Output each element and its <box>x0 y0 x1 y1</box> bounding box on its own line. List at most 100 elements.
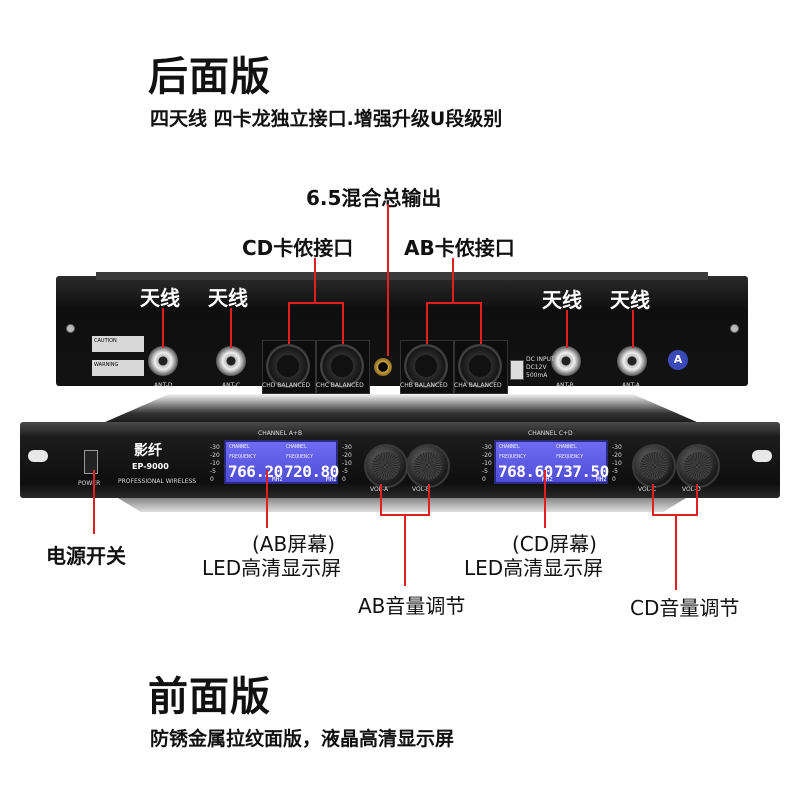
callout-line <box>632 310 634 348</box>
power-label: POWER <box>78 480 101 487</box>
volume-c-knob[interactable] <box>632 444 676 488</box>
meter-mark: -20 <box>342 452 352 459</box>
callout-line <box>696 484 698 516</box>
dc-input-jack[interactable] <box>510 360 524 380</box>
ab-screen-callout: (AB屏幕) <box>252 532 336 556</box>
callout-line <box>675 514 677 590</box>
meter-mark: -10 <box>612 460 622 467</box>
frequency-a: 766.20 <box>228 462 283 481</box>
brand-logo: 影纤 <box>134 443 162 459</box>
xlr-b-connector[interactable] <box>404 344 448 388</box>
antenna-d-connector[interactable] <box>148 346 178 376</box>
rack-hole-right <box>752 450 772 462</box>
cd-screen-callout: (CD屏幕) <box>512 532 597 556</box>
xlr-d-connector[interactable] <box>266 344 310 388</box>
ant-d-label: ANT-D <box>154 382 173 389</box>
warning-text: WARNING <box>94 362 119 368</box>
mix-output-label: 6.5混合总输出 <box>306 186 442 210</box>
vol-a-label: VOL-A <box>370 486 388 493</box>
mix-output-jack[interactable] <box>374 358 392 376</box>
mhz-unit: MHz <box>596 476 607 483</box>
power-switch-callout: 电源开关 <box>46 544 126 568</box>
callout-line <box>480 302 482 344</box>
lcd-screen-ab: CHANNEL CHANNEL FREQUENCY FREQUENCY 766.… <box>224 440 339 484</box>
front-panel: POWER 影纤 EP-9000 PROFESSIONAL WIRELESS C… <box>20 422 780 498</box>
callout-line <box>387 204 389 356</box>
caution-sticker: CAUTION <box>92 336 144 352</box>
antenna-c-connector[interactable] <box>216 346 246 376</box>
ant-a-label: ANT-A <box>622 382 640 389</box>
callout-line <box>452 258 454 304</box>
callout-line <box>314 258 316 304</box>
mhz-unit: MHz <box>326 476 337 483</box>
lcd-frequency-word: FREQUENCY <box>229 454 257 460</box>
meter-mark: -30 <box>342 444 352 451</box>
meter-mark: -5 <box>342 468 348 475</box>
cd-card-label: CD卡侬接口 <box>242 236 354 260</box>
warning-sticker: WARNING <box>92 360 144 376</box>
rear-lid <box>96 272 708 280</box>
front-panel-title: 前面版 <box>148 674 271 720</box>
callout-line <box>426 302 428 344</box>
dc-current-label: 500mA <box>526 372 548 379</box>
xlr-c-connector[interactable] <box>320 344 364 388</box>
xlr-a-connector[interactable] <box>458 344 502 388</box>
callout-line <box>380 484 382 516</box>
meter-right-cd: -30 -20 -10 -5 0 <box>612 444 622 484</box>
mhz-unit: MHz <box>542 476 553 483</box>
meter-mark: 0 <box>210 476 214 483</box>
chb-label: CHB BALANCED <box>400 382 448 389</box>
callout-line <box>404 514 406 586</box>
meter-mark: -20 <box>482 452 492 459</box>
channel-ab-header: CHANNEL A+B <box>258 430 303 437</box>
meter-left-ab: -30 -20 -10 -5 0 <box>210 444 220 484</box>
antenna-label-a: 天线 <box>610 288 650 312</box>
volume-a-knob[interactable] <box>364 444 408 488</box>
screw <box>66 324 75 333</box>
antenna-label-c: 天线 <box>208 286 248 310</box>
vol-b-label: VOL-B <box>412 486 431 493</box>
meter-mark: 0 <box>342 476 346 483</box>
screw <box>730 324 739 333</box>
callout-line <box>652 484 654 516</box>
callout-line <box>426 302 482 304</box>
meter-mark: -30 <box>612 444 622 451</box>
callout-line <box>288 302 344 304</box>
lcd-frequency-word: FREQUENCY <box>286 454 314 460</box>
rear-panel: CAUTION WARNING 天线 天线 天线 天线 ANT-D ANT-C … <box>56 272 748 394</box>
antenna-b-connector[interactable] <box>551 346 581 376</box>
volume-d-knob[interactable] <box>676 444 720 488</box>
dc-input-label: DC INPUT <box>526 356 555 363</box>
lcd-frequency-word: FREQUENCY <box>499 454 527 460</box>
rear-panel-subtitle: 四天线 四卡龙独立接口.增强升级U段级别 <box>150 108 503 130</box>
rear-panel-title: 后面版 <box>148 54 271 100</box>
meter-mark: -10 <box>210 460 220 467</box>
lcd-channel-word: CHANNEL <box>556 444 578 450</box>
meter-right-ab: -30 -20 -10 -5 0 <box>342 444 352 484</box>
cd-led-callout: LED高清显示屏 <box>464 556 604 580</box>
meter-left-cd: -30 -20 -10 -5 0 <box>482 444 492 484</box>
antenna-label-d: 天线 <box>140 286 180 310</box>
callout-line <box>93 470 95 534</box>
meter-mark: -10 <box>482 460 492 467</box>
power-switch[interactable] <box>84 450 98 474</box>
lcd-channel-word: CHANNEL <box>229 444 251 450</box>
badge-a: A <box>668 350 688 370</box>
caution-text: CAUTION <box>94 338 117 344</box>
antenna-a-connector[interactable] <box>617 346 647 376</box>
callout-line <box>342 302 344 344</box>
callout-line <box>544 470 546 528</box>
frequency-d: 737.50 <box>554 462 609 481</box>
frequency-c: 768.60 <box>498 462 553 481</box>
dc-volt-label: DC12V <box>526 364 547 371</box>
lcd-channel-word: CHANNEL <box>499 444 521 450</box>
meter-mark: 0 <box>482 476 486 483</box>
callout-line <box>230 308 232 348</box>
front-shadow-edge <box>118 498 686 512</box>
volume-b-knob[interactable] <box>406 444 450 488</box>
meter-mark: -30 <box>210 444 220 451</box>
front-panel-subtitle: 防锈金属拉纹面版，液晶高清显示屏 <box>150 728 455 750</box>
vol-c-label: VOL-C <box>638 486 657 493</box>
chc-label: CHC BALANCED <box>316 382 364 389</box>
vol-d-label: VOL-D <box>682 486 701 493</box>
